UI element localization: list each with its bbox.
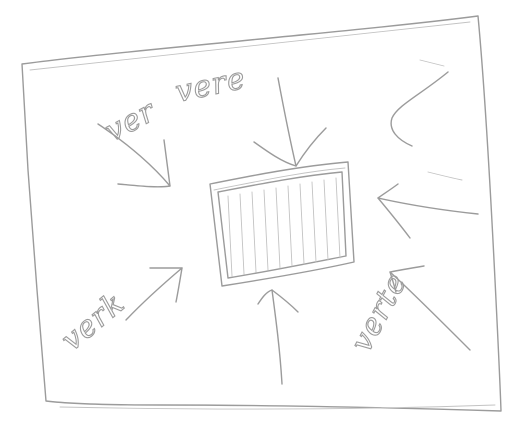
arrow-right-head bbox=[378, 184, 410, 238]
label-bottom-right: verte bbox=[344, 267, 414, 357]
arrow-top-right bbox=[391, 72, 448, 146]
arrow-bottom-left-head bbox=[150, 268, 182, 302]
label-top-left: ver bbox=[99, 93, 162, 149]
outer-frame-overstroke bbox=[30, 22, 470, 70]
outer-frame bbox=[22, 16, 501, 411]
arrow-bottom-left bbox=[126, 268, 182, 320]
arrow-bottom bbox=[272, 290, 282, 384]
label-bottom-left: verk bbox=[55, 286, 132, 359]
central-box bbox=[210, 162, 354, 286]
arrow-right-tail bbox=[428, 172, 462, 180]
arrow-top-right-accent bbox=[420, 60, 444, 66]
arrow-top-head bbox=[254, 128, 326, 166]
central-box-hatching bbox=[228, 178, 340, 276]
central-box-inner-outline bbox=[218, 172, 346, 278]
arrow-top-left-head bbox=[118, 140, 170, 187]
arrow-bottom-head bbox=[258, 290, 298, 312]
arrow-right bbox=[378, 198, 478, 214]
arrow-top bbox=[278, 78, 296, 166]
label-top-center: vere bbox=[172, 61, 249, 110]
